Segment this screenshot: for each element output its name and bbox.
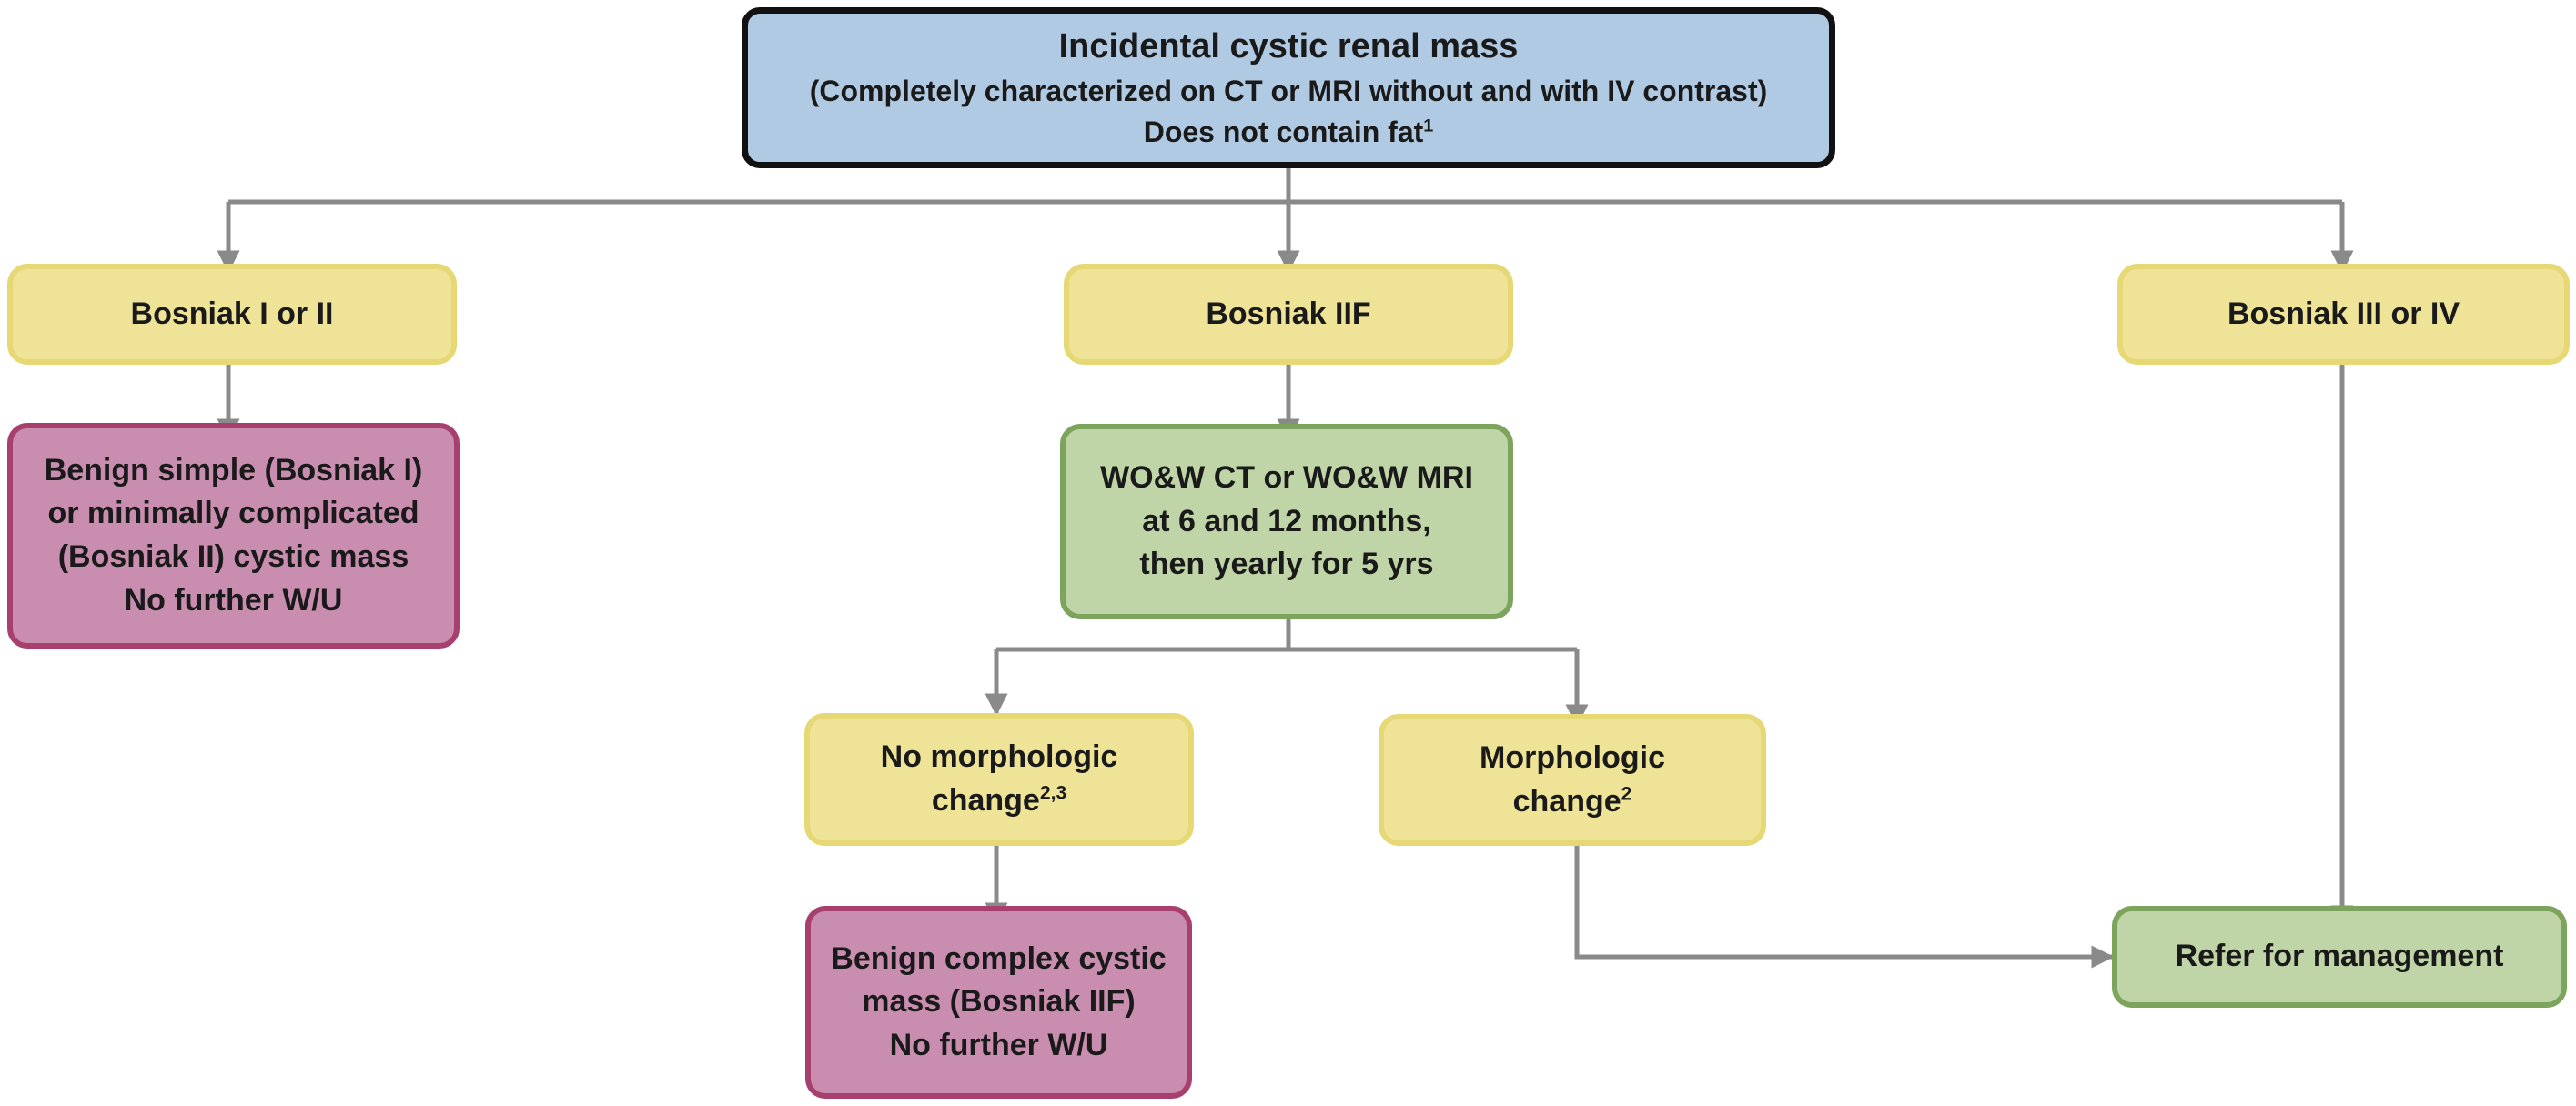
benign-complex-line-2: mass (Bosniak IIF) bbox=[862, 984, 1136, 1020]
arrow-morph-to-refer bbox=[1574, 846, 2115, 969]
followup-line-2: at 6 and 12 months, bbox=[1142, 503, 1431, 538]
benign-simple-line-1: Benign simple (Bosniak I) bbox=[44, 452, 423, 488]
root-note: Does not contain fat1 bbox=[1144, 112, 1434, 153]
root-node-incidental-cystic-renal-mass: Incidental cystic renal mass (Completely… bbox=[742, 7, 1835, 168]
node-followup-imaging: WO&W CT or WO&W MRI at 6 and 12 months, … bbox=[1060, 424, 1513, 619]
morph-line-1: Morphologic bbox=[1480, 739, 1665, 775]
bosniak-3-4-label: Bosniak III or IV bbox=[2227, 296, 2460, 331]
no-morph-footnote: 2,3 bbox=[1039, 782, 1067, 804]
root-note-footnote: 1 bbox=[1423, 116, 1434, 136]
morph-line-2-text: change bbox=[1512, 783, 1621, 819]
node-refer-for-management: Refer for management bbox=[2112, 906, 2567, 1008]
node-bosniak-1-2: Bosniak I or II bbox=[7, 264, 457, 365]
node-benign-complex: Benign complex cystic mass (Bosniak IIF)… bbox=[805, 906, 1192, 1099]
refer-label: Refer for management bbox=[2175, 939, 2504, 974]
benign-complex-line-1: Benign complex cystic bbox=[831, 940, 1167, 976]
node-morphologic-change: Morphologic change2 bbox=[1379, 714, 1766, 846]
benign-simple-line-2: or minimally complicated bbox=[47, 496, 419, 531]
node-bosniak-3-4: Bosniak III or IV bbox=[2117, 264, 2570, 365]
no-morph-line-1: No morphologic bbox=[880, 739, 1118, 775]
benign-complex-line-3: No further W/U bbox=[889, 1027, 1108, 1062]
no-morph-line-2: change2,3 bbox=[932, 779, 1066, 823]
root-note-text: Does not contain fat bbox=[1143, 116, 1424, 149]
bosniak-2f-label: Bosniak IIF bbox=[1206, 296, 1371, 331]
followup-line-1: WO&W CT or WO&W MRI bbox=[1100, 460, 1473, 496]
root-title: Incidental cystic renal mass bbox=[1058, 27, 1519, 66]
benign-simple-line-4: No further W/U bbox=[124, 582, 343, 618]
morph-line-2: change2 bbox=[1513, 780, 1632, 824]
node-no-morphologic-change: No morphologic change2,3 bbox=[804, 713, 1194, 846]
node-benign-simple: Benign simple (Bosniak I) or minimally c… bbox=[7, 423, 460, 649]
node-bosniak-2f: Bosniak IIF bbox=[1064, 264, 1513, 365]
root-subtitle: (Completely characterized on CT or MRI w… bbox=[809, 75, 1768, 108]
bosniak-1-2-label: Bosniak I or II bbox=[130, 296, 334, 331]
followup-line-3: then yearly for 5 yrs bbox=[1139, 547, 1434, 582]
morph-footnote: 2 bbox=[1621, 783, 1632, 805]
benign-simple-line-3: (Bosniak II) cystic mass bbox=[57, 539, 409, 574]
no-morph-line-2-text: change bbox=[931, 783, 1040, 818]
